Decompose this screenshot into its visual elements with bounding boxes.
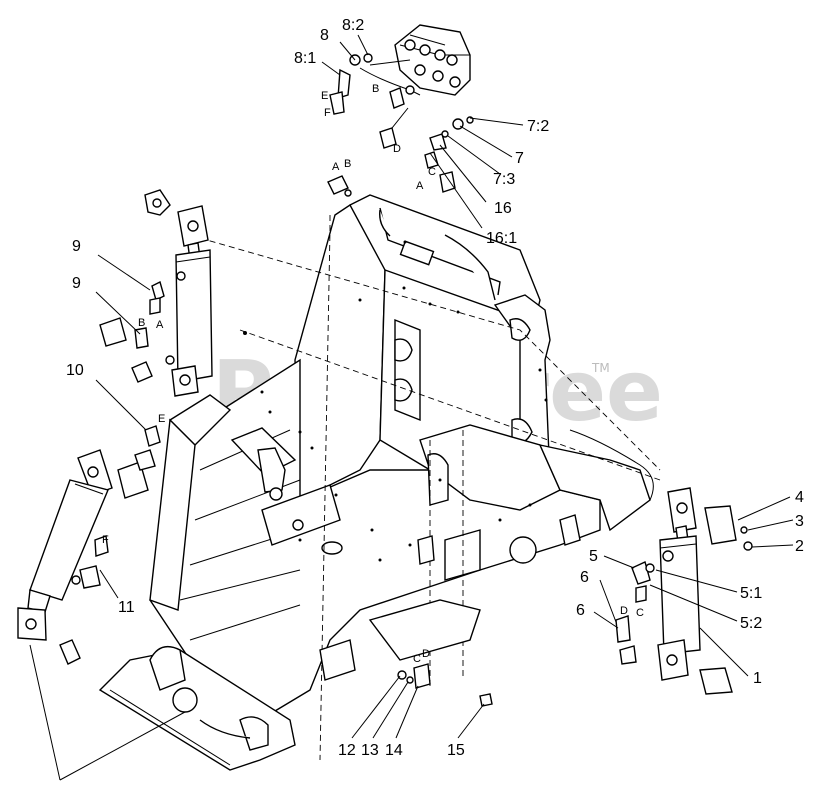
port-letters: E F B D C A A B B A E F D C C D [102, 83, 644, 665]
callout-14: 14 [385, 742, 403, 759]
left-upper-fittings [99, 280, 165, 383]
port-letter-valve-f: F [324, 107, 331, 119]
port-letter-valve-a: A [416, 180, 424, 192]
port-letter-left-a: A [156, 319, 164, 331]
port-letter-valve-b: B [372, 83, 379, 95]
port-letter-top-b: B [344, 158, 351, 170]
callout-8-1: 8:1 [294, 50, 316, 67]
callout-10: 10 [66, 362, 84, 379]
port-letter-valve-c: C [428, 166, 436, 178]
port-letter-left-e: E [158, 413, 165, 425]
callout-9-lower: 9 [72, 275, 81, 292]
callout-5-1: 5:1 [740, 585, 762, 602]
watermark-tm: TM [591, 361, 610, 375]
valve-fittings [329, 53, 474, 193]
port-letter-right-d: D [620, 605, 628, 617]
callout-8: 8 [320, 27, 329, 44]
callout-3: 3 [795, 513, 804, 530]
callout-6-upper: 6 [580, 569, 589, 586]
main-frame [98, 175, 661, 771]
port-letter-valve-d: D [393, 143, 401, 155]
callout-1: 1 [753, 670, 762, 687]
callout-6-lower: 6 [576, 602, 585, 619]
port-letter-left-b: B [138, 317, 145, 329]
callout-13: 13 [361, 742, 379, 759]
callout-2: 2 [795, 538, 804, 555]
callout-7: 7 [515, 150, 524, 167]
bottom-hardware [397, 535, 493, 707]
callout-8-2: 8:2 [342, 17, 364, 34]
callout-labels: 8 8:2 8:1 7:2 7 7:3 16 16:1 9 9 10 11 4 … [66, 17, 804, 759]
callout-16: 16 [494, 200, 512, 217]
callout-7-2: 7:2 [527, 118, 549, 135]
port-letter-bottom-c: C [413, 653, 421, 665]
port-letter-right-c: C [636, 607, 644, 619]
right-cylinder [615, 487, 753, 695]
control-valve [394, 24, 471, 96]
port-letter-valve-e: E [321, 90, 328, 102]
callout-16-1: 16:1 [486, 230, 517, 247]
port-letter-left-f: F [102, 534, 109, 546]
leader-lines [29, 34, 794, 781]
callout-12: 12 [338, 742, 356, 759]
left-lower-cylinder [17, 425, 161, 665]
frame-holes [243, 240, 548, 562]
callout-7-3: 7:3 [493, 171, 515, 188]
callout-5: 5 [589, 548, 598, 565]
callout-15: 15 [447, 742, 465, 759]
callout-4: 4 [795, 489, 804, 506]
port-letter-top-a: A [332, 161, 340, 173]
left-upper-cylinder [144, 189, 213, 397]
callout-11: 11 [118, 599, 135, 616]
callout-9-upper: 9 [72, 238, 81, 255]
callout-5-2: 5:2 [740, 615, 762, 632]
port-letter-bottom-d: D [422, 648, 430, 660]
